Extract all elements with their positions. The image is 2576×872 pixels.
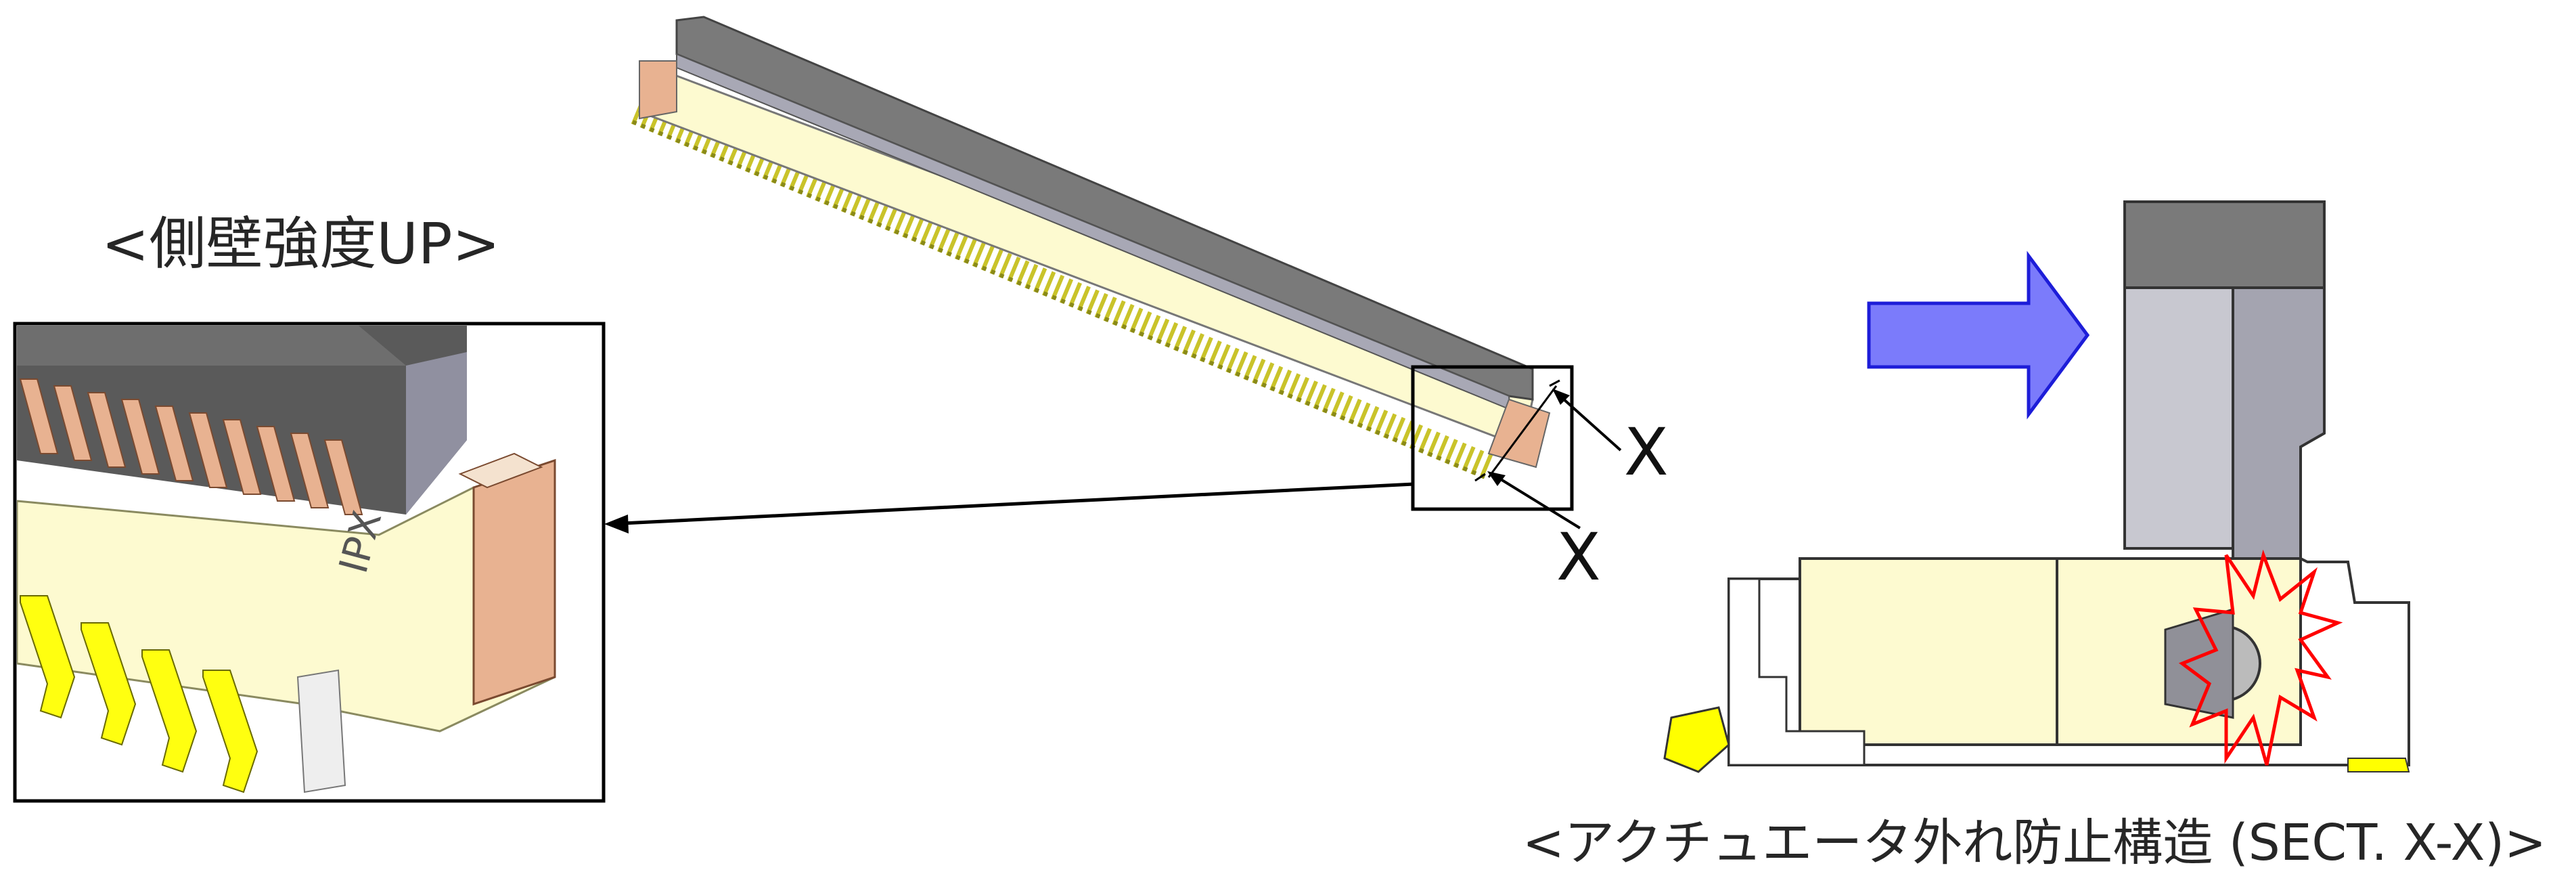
magnified-metal-tab <box>296 669 346 793</box>
actuator-lever-body <box>2123 286 2234 550</box>
magnified-side-wall <box>472 458 556 706</box>
lock-yellow-right <box>2347 758 2410 772</box>
contact-burst <box>2178 549 2343 766</box>
actuator-lever-top <box>2123 200 2326 289</box>
magnified-solder-pins <box>20 595 258 793</box>
magnify-leader-arrow <box>604 482 1415 533</box>
connector-end-tab-left <box>639 60 677 120</box>
connector-actuator <box>675 16 1534 401</box>
callout-arrow-x-top <box>1555 391 1622 452</box>
actuator-retention-caption: <アクチュエータ外れ防止構造 (SECT. X-X)> <box>1522 814 2547 872</box>
connector-pins <box>631 100 1494 479</box>
section-line-marks <box>1474 379 1622 529</box>
detail-region-box <box>1411 365 1574 511</box>
lock-yellow-left <box>1663 706 1730 773</box>
magnified-view: IPX <box>13 322 606 803</box>
section-marker-x-bottom: X <box>1556 519 1601 595</box>
cross-section-view <box>1663 200 2410 773</box>
magnified-copper-pins <box>19 378 363 515</box>
section-marker-x-top: X <box>1624 414 1669 490</box>
connector-body <box>638 62 1534 449</box>
side-wall-strength-title: <側壁強度UP> <box>101 211 500 277</box>
push-direction-arrow <box>1867 250 2090 420</box>
magnified-actuator <box>17 326 467 515</box>
callout-arrow-x-bottom <box>1491 473 1581 529</box>
connector-overview <box>631 16 1551 479</box>
